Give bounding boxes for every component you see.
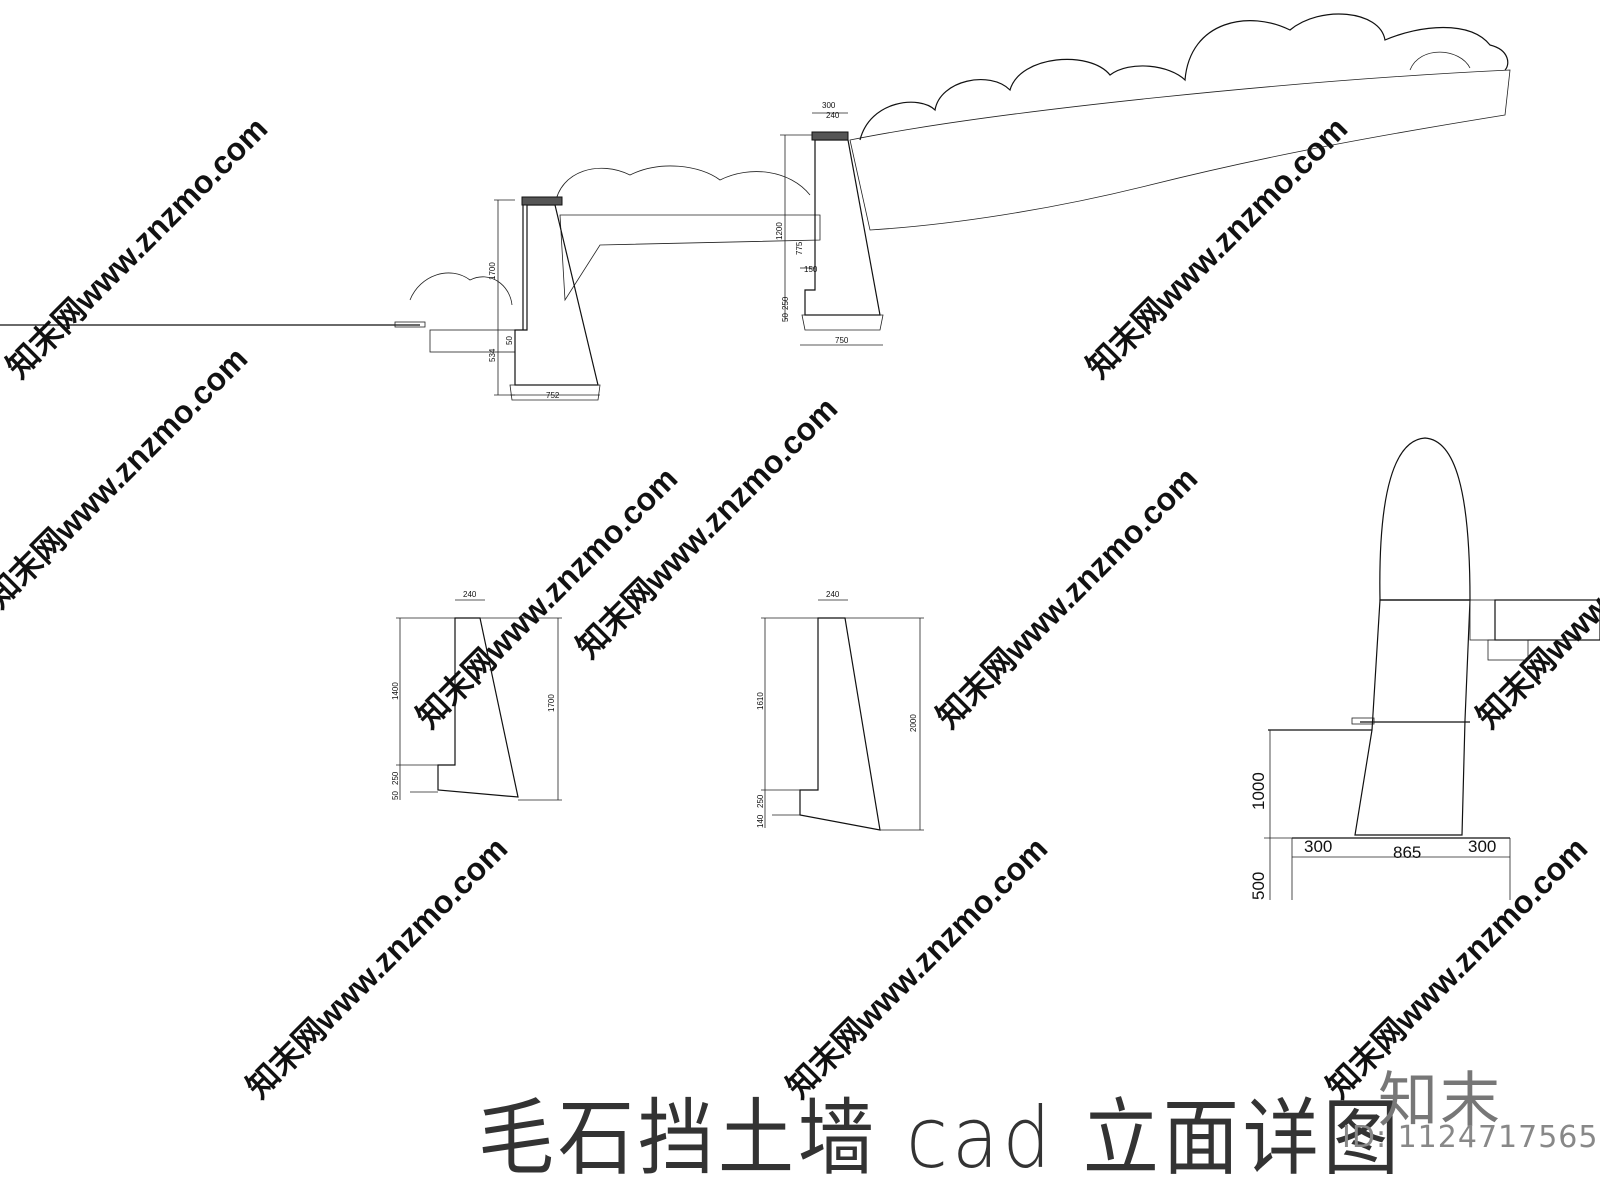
dim-section-b-width: 752 <box>546 391 560 400</box>
dim-profile-2-base: 250 <box>756 794 765 808</box>
section-elevation: 1700 534 50 752 300 240 1200 775 150 250… <box>0 13 1511 401</box>
watermark: 知末网www.znzmo.com <box>1079 110 1354 385</box>
dim-section-a-sub: 775 <box>795 241 804 255</box>
section-a-dimensions: 300 240 1200 775 150 250 50 750 <box>775 101 883 346</box>
watermark: 知末网www.znzmo.com <box>1469 460 1600 735</box>
dim-section-b-low: 534 <box>488 348 497 362</box>
watermark: 知末网www.znzmo.com <box>0 340 254 615</box>
brand-logo-text: 知末 <box>1378 1066 1502 1136</box>
dim-detail-left: 300 <box>1304 837 1332 856</box>
watermark: 知末网www.znzmo.com <box>239 830 514 1105</box>
dim-detail-middle: 865 <box>1393 843 1421 862</box>
dim-section-a-step: 150 <box>804 265 818 274</box>
wall-detail: 300 865 300 1000 500 <box>1249 437 1600 900</box>
dim-section-a-top: 300 <box>822 101 836 110</box>
dim-profile-1-foot: 50 <box>391 791 400 800</box>
watermark: 知末网www.znzmo.com <box>929 460 1204 735</box>
watermark: 知末网www.znzmo.com <box>0 110 274 385</box>
drawing-title: 毛石挡土墙 cad 立面详图 <box>478 1088 1403 1187</box>
dim-profile-1-upper: 1400 <box>391 682 400 700</box>
dim-section-a-base: 250 <box>781 296 790 310</box>
dim-section-b-side: 50 <box>505 336 514 345</box>
dim-profile-2-upper: 1610 <box>756 692 765 710</box>
dim-section-a-width: 750 <box>835 336 849 345</box>
dim-section-a-gap: 50 <box>781 313 790 322</box>
dim-profile-1-base: 250 <box>391 771 400 785</box>
dim-detail-footing: 500 <box>1249 872 1268 900</box>
watermark-layer: 知末网www.znzmo.com 知末网www.znzmo.com 知末网www… <box>0 110 1600 1105</box>
profile-1: 240 1400 250 50 1700 <box>391 590 562 801</box>
dim-profile-2-total: 2000 <box>909 714 918 732</box>
dim-profile-2-top: 240 <box>826 590 840 599</box>
id-label: ID: 1124717565 <box>1342 1120 1599 1155</box>
watermark: 知末网www.znzmo.com <box>779 830 1054 1105</box>
profile-2: 240 1610 250 140 2000 <box>756 590 924 831</box>
section-b-dimensions: 1700 534 50 752 <box>488 199 600 400</box>
dim-profile-1-total: 1700 <box>547 694 556 712</box>
dim-detail-height: 1000 <box>1249 772 1268 810</box>
dim-section-a-cap: 240 <box>826 111 840 120</box>
dim-section-b-height: 1700 <box>488 262 497 280</box>
dim-profile-1-top: 240 <box>463 590 477 599</box>
dim-profile-2-foot: 140 <box>756 814 765 828</box>
dim-detail-right: 300 <box>1468 837 1496 856</box>
dim-section-a-height: 1200 <box>775 222 784 240</box>
